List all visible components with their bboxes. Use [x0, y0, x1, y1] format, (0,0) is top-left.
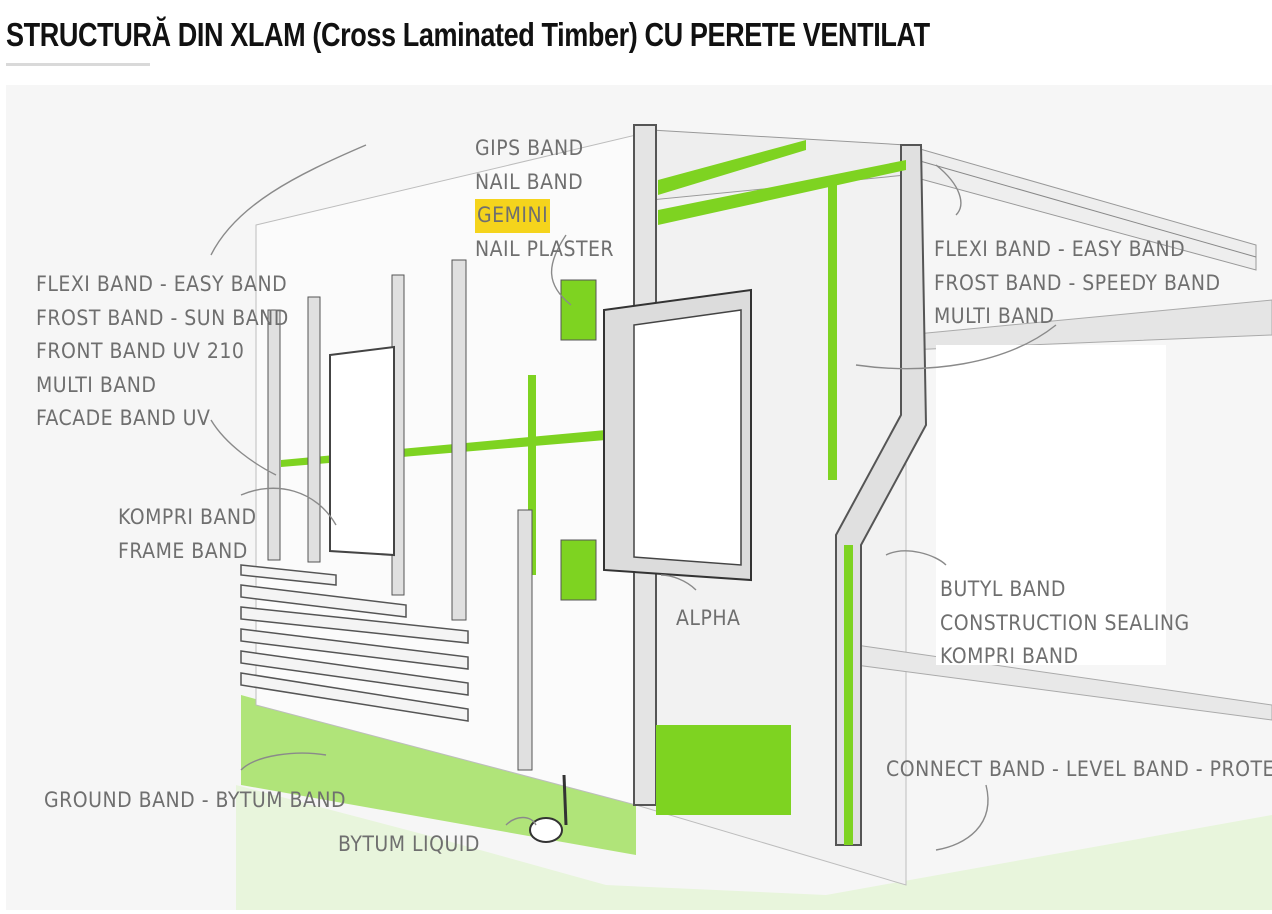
ground-strip — [241, 695, 636, 855]
label-group-left-upper: FLEXI BAND - EASY BAND FROST BAND - SUN … — [36, 268, 289, 436]
label-group-right-bottom: CONNECT BAND - LEVEL BAND - PROTECT — [886, 753, 1272, 787]
label-facade-band-uv: FACADE BAND UV — [36, 406, 211, 430]
label-construction-sealing: CONSTRUCTION SEALING — [940, 610, 1190, 635]
label-group-right-middle: BUTYL BAND CONSTRUCTION SEALING KOMPRI B… — [940, 573, 1190, 674]
connector-bottom — [560, 539, 597, 601]
label-kompri-band-right: KOMPRI BAND — [940, 644, 1079, 668]
label-group-center-window: ALPHA — [676, 602, 740, 636]
label-ground-bytum-band: GROUND BAND - BYTUM BAND — [44, 788, 347, 812]
batten-4 — [451, 259, 467, 621]
bytum-bucket — [529, 817, 563, 843]
label-butyl-band: BUTYL BAND — [940, 577, 1066, 601]
label-group-left-bottom: GROUND BAND - BYTUM BAND — [44, 784, 346, 818]
main-window-glass — [633, 309, 742, 566]
connector-top — [560, 279, 597, 341]
cladding-boards — [240, 564, 469, 722]
label-bytum-liquid: BYTUM LIQUID — [338, 832, 480, 856]
label-connect-level-protect: CONNECT BAND - LEVEL BAND - PROTECT — [886, 757, 1272, 781]
right-column — [835, 144, 928, 846]
label-frost-speedy-band: FROST BAND - SPEEDY BAND — [934, 270, 1221, 295]
label-group-right-upper: FLEXI BAND - EASY BAND FROST BAND - SPEE… — [934, 233, 1221, 334]
label-gips-band: GIPS BAND — [475, 136, 584, 160]
label-multi-band-right: MULTI BAND — [934, 304, 1055, 328]
label-kompri-band: KOMPRI BAND — [118, 505, 257, 529]
batten-1 — [267, 309, 281, 561]
label-gemini-highlighted: GEMINI — [475, 199, 551, 233]
label-group-left-middle: KOMPRI BAND FRAME BAND — [118, 501, 257, 568]
label-nail-plaster: NAIL PLASTER — [475, 236, 615, 261]
band-top-beam — [658, 140, 806, 195]
label-frost-sun-band: FROST BAND - SUN BAND — [36, 305, 289, 330]
label-front-band-uv: FRONT BAND UV 210 — [36, 339, 245, 363]
page-title: STRUCTURĂ DIN XLAM (Cross Laminated Timb… — [6, 16, 930, 53]
right-opening — [936, 345, 1166, 665]
left-window — [329, 345, 395, 557]
label-nail-band: NAIL BAND — [475, 169, 584, 194]
label-frame-band: FRAME BAND — [118, 538, 248, 563]
band-top-beam-2 — [658, 160, 906, 225]
label-flexi-easy-band-right: FLEXI BAND - EASY BAND — [934, 237, 1186, 261]
batten-5 — [517, 509, 533, 771]
ground-green — [236, 685, 1272, 910]
band-vertical-right — [828, 180, 837, 480]
diagram-canvas — [6, 85, 1272, 910]
label-group-bottom-center: BYTUM LIQUID — [338, 828, 480, 862]
band-vertical-column — [844, 545, 853, 845]
xlam-wall-illustration — [210, 124, 1272, 910]
label-group-top-center: GIPS BAND NAIL BAND GEMINI NAIL PLASTER — [475, 132, 614, 266]
leader-lines — [210, 144, 1057, 851]
label-alpha: ALPHA — [676, 606, 741, 630]
label-flexi-easy-band: FLEXI BAND - EASY BAND — [36, 272, 288, 296]
batten-2 — [307, 296, 321, 563]
label-multi-band: MULTI BAND — [36, 372, 157, 397]
title-underline — [6, 63, 150, 66]
band-bottom-block — [656, 725, 791, 815]
band-vertical-mid — [528, 375, 536, 575]
